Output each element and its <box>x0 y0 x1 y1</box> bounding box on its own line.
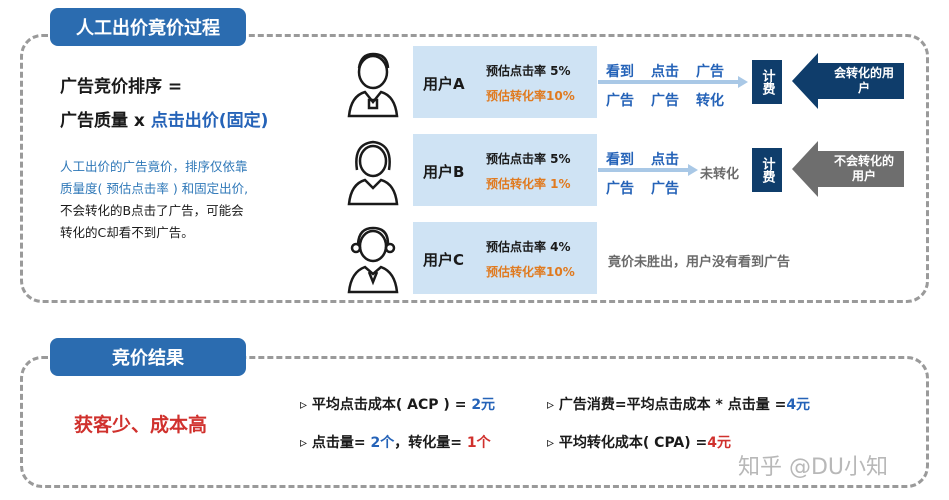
user-c-cvr: 预估转化率10% <box>486 265 575 279</box>
process-panel <box>20 34 929 303</box>
user-b-arrow-icon <box>598 164 698 176</box>
metric-acp-value: 2元 <box>471 397 496 413</box>
metric-spend-value: 4元 <box>786 397 811 413</box>
metric-conversions-value: 1个 <box>466 435 491 451</box>
section-title-result: 竞价结果 <box>50 338 246 376</box>
result-summary: 获客少、成本高 <box>74 414 208 436</box>
user-a-box <box>413 46 597 118</box>
metric-acp: ▹ 平均点击成本( ACP ) = 2元 <box>300 394 495 414</box>
user-a-label: 用户A <box>423 75 465 93</box>
metric-clicks: ▹ 点击量= 2个，转化量= 1个 <box>300 432 491 452</box>
user-b-charge-badge: 计费 <box>752 148 782 192</box>
user-a-flow-convert: 转化 <box>696 93 724 109</box>
user-b-box <box>413 134 597 206</box>
description-line: 人工出价的广告竟价，排序仅依靠 <box>60 159 248 174</box>
user-b-ctr: 预估点击率 5% <box>486 152 571 166</box>
metric-spend-bullet-icon: ▹ <box>547 397 559 413</box>
formula-line2: 广告质量 x 点击出价(固定) <box>60 106 268 131</box>
metric-clicks-value: 2个 <box>370 435 395 451</box>
metric-cpa: ▹ 平均转化成本( CPA) =4元 <box>547 432 731 452</box>
metric-spend-label: 广告消费=平均点击成本 * 点击量 = <box>558 397 787 413</box>
user-a-avatar-icon <box>347 52 399 118</box>
user-b-outcome: 未转化 <box>700 167 740 182</box>
metric-conversions-label: ，转化量= <box>394 435 467 451</box>
metric-clicks-label: 点击量= <box>311 435 371 451</box>
metric-acp-label: 平均点击成本( ACP ) = <box>311 397 472 413</box>
result-panel <box>20 356 929 488</box>
section-title-process: 人工出价竟价过程 <box>50 8 246 46</box>
user-b-flow-ad: 广告 <box>606 181 634 197</box>
user-b-avatar-icon <box>347 140 399 206</box>
user-b-flow-ad2: 广告 <box>651 181 679 197</box>
user-c-box <box>413 222 597 294</box>
formula-line1: 广告竞价排序 = <box>60 77 183 97</box>
user-a-flow-see: 看到 <box>606 64 634 80</box>
metric-cpa-value: 4元 <box>707 435 732 451</box>
description-line: 转化的C却看不到广告。 <box>60 225 194 240</box>
user-a-flow-click: 点击 <box>651 64 679 80</box>
user-c-avatar-icon <box>347 226 399 294</box>
user-b-cvr: 预估转化率 1% <box>486 177 571 191</box>
description-line: 质量度( 预估点击率 ) 和固定出价, <box>60 181 249 196</box>
user-a-tag-arrow-icon <box>792 53 904 109</box>
user-b-flow-click: 点击 <box>651 152 679 168</box>
user-a-flow-ad2: 广告 <box>606 93 634 109</box>
metric-cpa-bullet-icon: ▹ <box>547 435 559 451</box>
metric-acp-bullet-icon: ▹ <box>300 397 312 413</box>
user-c-label: 用户C <box>423 251 465 269</box>
user-a-charge-badge: 计费 <box>752 60 782 104</box>
user-b-label: 用户B <box>423 163 465 181</box>
user-a-ctr: 预估点击率 5% <box>486 64 571 78</box>
user-c-outcome: 竟价未胜出，用户没有看到广告 <box>608 255 791 270</box>
user-a-cvr: 预估转化率10% <box>486 89 575 103</box>
watermark: 知乎 @DU小知 <box>738 455 889 480</box>
formula-bid: 点击出价(固定) <box>150 111 269 131</box>
user-a-tag: 会转化的用户 <box>833 66 894 95</box>
metric-spend: ▹ 广告消费=平均点击成本 * 点击量 =4元 <box>547 394 810 414</box>
user-a-flow-ad: 广告 <box>696 64 724 80</box>
formula-quality: 广告质量 x <box>60 111 151 131</box>
process-description: 人工出价的广告竟价，排序仅依靠 质量度( 预估点击率 ) 和固定出价, 不会转化… <box>60 156 330 244</box>
user-b-tag: 不会转化的用户 <box>833 154 894 183</box>
metric-clicks-bullet-icon: ▹ <box>300 435 312 451</box>
user-a-arrow-icon <box>598 76 748 88</box>
user-b-flow-see: 看到 <box>606 152 634 168</box>
user-c-ctr: 预估点击率 4% <box>486 240 571 254</box>
user-a-flow-ad3: 广告 <box>651 93 679 109</box>
metric-cpa-label: 平均转化成本( CPA) = <box>558 435 708 451</box>
description-line: 不会转化的B点击了广告，可能会 <box>60 203 244 218</box>
user-b-tag-arrow-icon <box>792 141 904 197</box>
